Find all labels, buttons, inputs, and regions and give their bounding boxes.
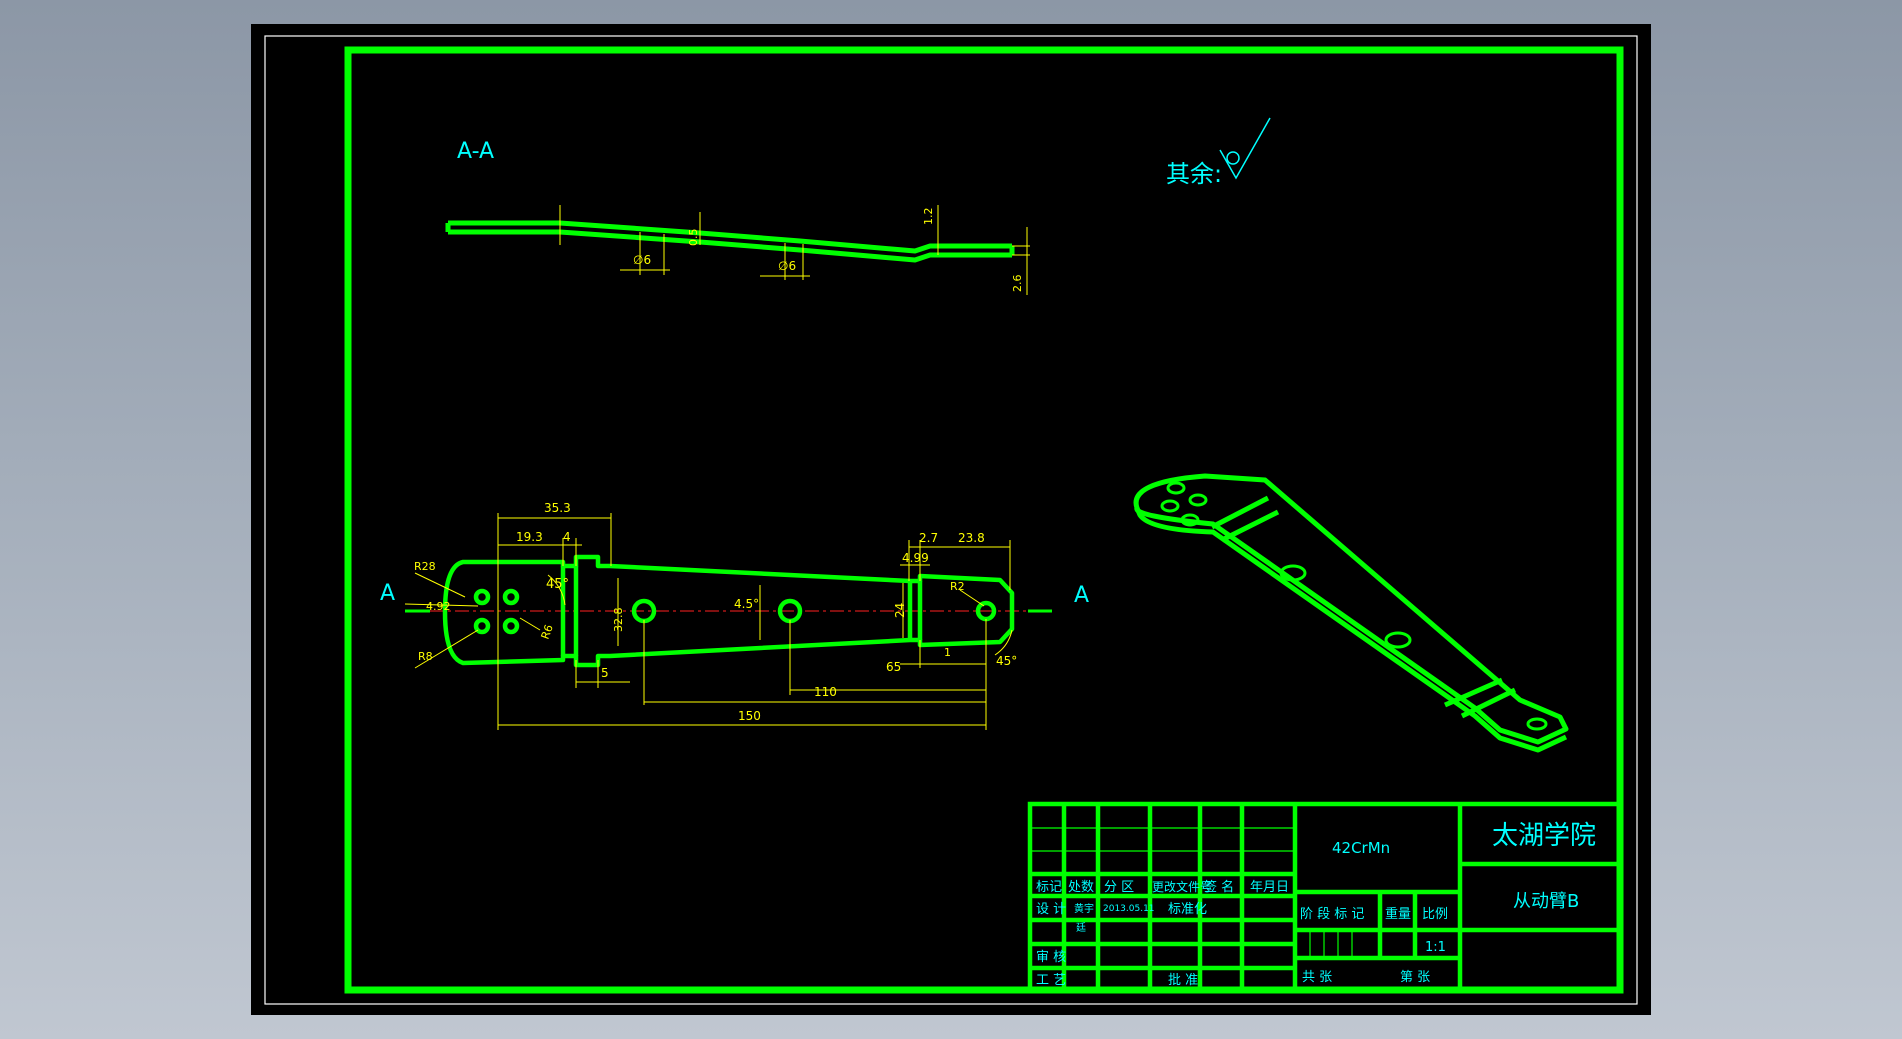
- material-value: 42CrMn: [1332, 839, 1390, 857]
- drawing-frame: [344, 46, 1624, 994]
- bolt-hole-4: [502, 617, 520, 635]
- standardize-label: 标准化: [1168, 902, 1207, 917]
- check-label: 审 核: [1036, 950, 1066, 965]
- section-hole-left-dim: ∅6: [633, 253, 651, 267]
- section-thickness-dim: 2.6: [1011, 275, 1024, 293]
- iso-bolt-hole-1: [1160, 499, 1180, 513]
- surface-roughness-label: 其余:: [1166, 160, 1222, 188]
- rev-header-zone: 分 区: [1104, 880, 1134, 895]
- school-name: 太湖学院: [1492, 821, 1596, 851]
- dim-1: 1: [944, 646, 951, 659]
- isometric-view: [1133, 473, 1569, 753]
- section-mark-left: A: [380, 581, 395, 606]
- iso-hole-c: [1526, 717, 1548, 731]
- stage-mark-label: 阶 段 标 记: [1300, 907, 1364, 922]
- plan-dimension-text: 35.3 19.3 4 2.7 23.8 4.99 R28 4.92 R8 R6…: [414, 501, 1017, 723]
- plan-dimension-lines: [404, 513, 1013, 730]
- iso-step-2: [1210, 495, 1270, 530]
- iso-bolt-hole-2: [1188, 493, 1208, 507]
- iso-step-4: [1460, 687, 1517, 719]
- scale-label: 比例: [1422, 907, 1448, 922]
- section-offset-dim: 0.5: [687, 229, 700, 247]
- section-hole-right-dim: ∅6: [778, 259, 796, 273]
- dim-angle-45-top: 45°: [546, 577, 569, 592]
- part-name: 从动臂B: [1513, 891, 1579, 912]
- title-block: [1027, 801, 1623, 993]
- dim-angle-45-bottom: 45°: [996, 654, 1017, 668]
- outer-thin-border: [264, 35, 1638, 1005]
- dim-4: 4: [563, 530, 571, 544]
- bolt-hole-2: [502, 588, 520, 606]
- iso-step-3: [1443, 677, 1504, 708]
- dim-5: 5: [601, 666, 609, 680]
- iso-step-1: [1220, 509, 1280, 543]
- rev-header-mark: 标记: [1036, 880, 1062, 895]
- iso-bolt-hole-3: [1180, 513, 1200, 527]
- section-step-dim: 1.2: [922, 208, 935, 226]
- bolt-hole-1: [473, 588, 491, 606]
- design-date: 2013.05.11: [1103, 904, 1155, 914]
- dim-4-92: 4.92: [426, 600, 451, 613]
- dim-4-99: 4.99: [902, 551, 929, 565]
- sheet-number: 第 张: [1400, 970, 1430, 985]
- iso-hole-a: [1279, 564, 1307, 582]
- iso-top-outline: [1133, 473, 1569, 745]
- bolt-hole-3: [473, 617, 491, 635]
- iso-thickness: [1134, 507, 1568, 753]
- rev-header-doc: 更改文件号: [1152, 879, 1212, 894]
- plan-outline: [442, 554, 1015, 668]
- rev-header-sign: 签 名: [1204, 879, 1234, 895]
- dim-angle-4-5: 4.5°: [734, 597, 759, 611]
- dim-r2: R2: [950, 580, 965, 593]
- title-block-text: 42CrMn 太湖学院 从动臂B 标记 处数 分 区 更改文件号 签 名 年月日…: [1036, 821, 1596, 988]
- dim-19-3: 19.3: [516, 530, 543, 544]
- dim-2-7: 2.7: [919, 531, 938, 545]
- roughness-symbol-icon: [1219, 117, 1271, 180]
- section-view-label: A-A: [457, 139, 494, 164]
- dim-23-8: 23.8: [958, 531, 985, 545]
- section-mark-right: A: [1074, 583, 1089, 608]
- iso-hole-b: [1384, 631, 1412, 649]
- section-dimensions: [559, 205, 1030, 295]
- dim-24: 24: [893, 603, 907, 618]
- rev-header-count: 处数: [1068, 880, 1094, 895]
- sheets-total: 共 张: [1302, 970, 1332, 985]
- dim-150: 150: [738, 709, 761, 723]
- dim-65: 65: [886, 660, 901, 674]
- dim-32-8: 32.8: [612, 608, 625, 633]
- extra-name: 廷: [1076, 922, 1086, 934]
- dim-r8: R8: [418, 650, 433, 663]
- design-label: 设 计: [1036, 902, 1066, 917]
- iso-bolt-hole-4: [1166, 481, 1186, 495]
- title-block-thin-lines: [1030, 827, 1353, 958]
- drawing-paper: [251, 24, 1651, 1015]
- scale-value: 1:1: [1425, 940, 1446, 955]
- weight-label: 重量: [1385, 906, 1411, 922]
- dim-r6: R6: [539, 623, 556, 641]
- dim-r28: R28: [414, 560, 436, 573]
- dim-35-3: 35.3: [544, 501, 571, 515]
- approve-label: 批 准: [1168, 973, 1198, 988]
- dim-110: 110: [814, 685, 837, 699]
- designer-name: 黄宇: [1074, 902, 1094, 915]
- process-label: 工 艺: [1036, 973, 1066, 988]
- rev-header-date: 年月日: [1250, 880, 1289, 895]
